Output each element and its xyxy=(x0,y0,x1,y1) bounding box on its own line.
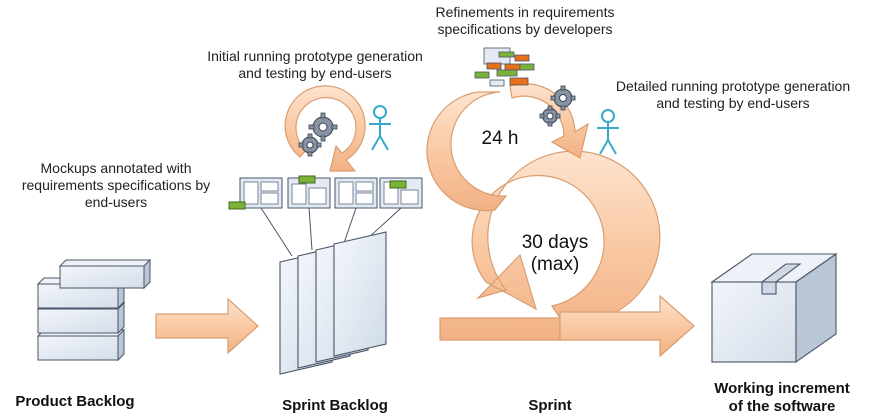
sprint-backlog-documents xyxy=(279,231,387,375)
daily-cycle-arrow xyxy=(426,91,508,212)
box-icon xyxy=(710,252,838,364)
mockup-annotation xyxy=(228,201,246,210)
detailed-prototype-cycle-arrow xyxy=(509,83,589,159)
mockup-icon xyxy=(334,177,378,209)
annotation-line: specifications by developers xyxy=(437,21,613,37)
annotation-mockups: Mockups annotated with requirements spec… xyxy=(0,160,232,211)
annotation-line: and testing by end-users xyxy=(656,95,810,111)
flow-arrow-to-sprint-backlog xyxy=(155,297,259,355)
sprint-cycle-max: (max) xyxy=(530,254,580,275)
annotation-line: end-users xyxy=(84,194,148,210)
annotation-detailed-prototype: Detailed running prototype generation an… xyxy=(592,78,874,112)
flow-arrow-to-increment xyxy=(559,294,695,358)
mockups-row xyxy=(228,175,423,210)
annotation-line: Initial running prototype generation xyxy=(207,48,423,64)
stage-label-sprint: Sprint xyxy=(528,397,572,414)
increment-line-1: Working increment xyxy=(714,380,850,397)
increment-line-2: of the software xyxy=(728,398,836,415)
gear-icon xyxy=(298,133,322,157)
gear-icon xyxy=(539,105,561,127)
sprint-cycle-label: 30 days (max) xyxy=(510,232,600,276)
annotation-initial-prototype: Initial running prototype generation and… xyxy=(175,48,455,82)
mockup-connectors xyxy=(260,207,402,257)
stage-label-working-increment: Working increment of the software xyxy=(690,380,874,416)
document-icon xyxy=(333,231,387,357)
mockup-icon xyxy=(287,177,331,209)
mockup-annotation xyxy=(389,180,407,189)
product-backlog-stack xyxy=(36,258,152,362)
gear-icon xyxy=(308,112,338,142)
backlog-block xyxy=(58,258,152,290)
mockup-annotation xyxy=(298,175,316,184)
stick-figure-icon xyxy=(369,105,391,151)
mockup-icon xyxy=(379,177,423,209)
annotation-line: Refinements in requirements xyxy=(435,4,615,20)
stage-label-sprint-backlog: Sprint Backlog xyxy=(282,397,388,414)
annotation-line: and testing by end-users xyxy=(238,65,392,81)
annotation-line: requirements specifications by xyxy=(21,177,211,193)
mockup-icon xyxy=(239,177,283,209)
stick-figure-icon xyxy=(597,109,619,155)
daily-cycle-label: 24 h xyxy=(481,128,519,149)
stage-label-product-backlog: Product Backlog xyxy=(15,393,135,410)
annotation-line: Mockups annotated with xyxy=(40,160,192,176)
annotation-line: Detailed running prototype generation xyxy=(615,78,851,94)
backlog-block xyxy=(36,328,126,362)
gear-icon xyxy=(550,85,576,111)
annotation-refinements: Refinements in requirements specificatio… xyxy=(400,4,650,38)
refinement-blocks xyxy=(474,47,535,87)
sprint-cycle-duration: 30 days xyxy=(521,232,589,253)
